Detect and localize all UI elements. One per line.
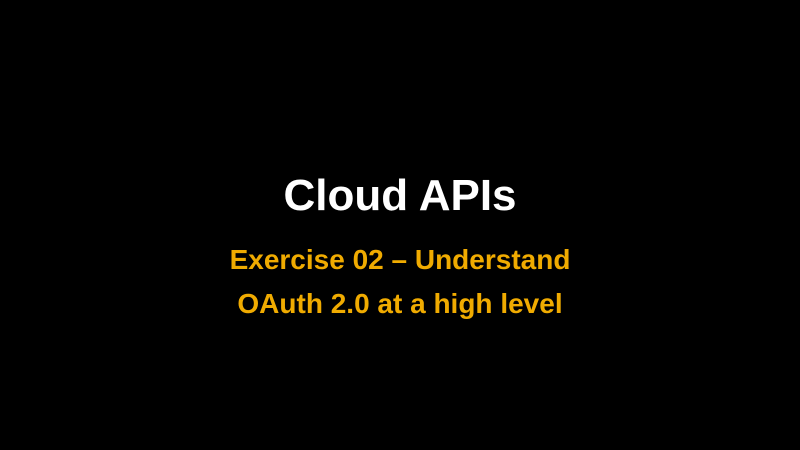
slide-title: Cloud APIs	[283, 171, 517, 220]
subtitle-line-2: OAuth 2.0 at a high level	[237, 288, 563, 319]
slide-subtitle: Exercise 02 – Understand OAuth 2.0 at a …	[0, 238, 800, 326]
subtitle-line-1: Exercise 02 – Understand	[229, 244, 571, 275]
